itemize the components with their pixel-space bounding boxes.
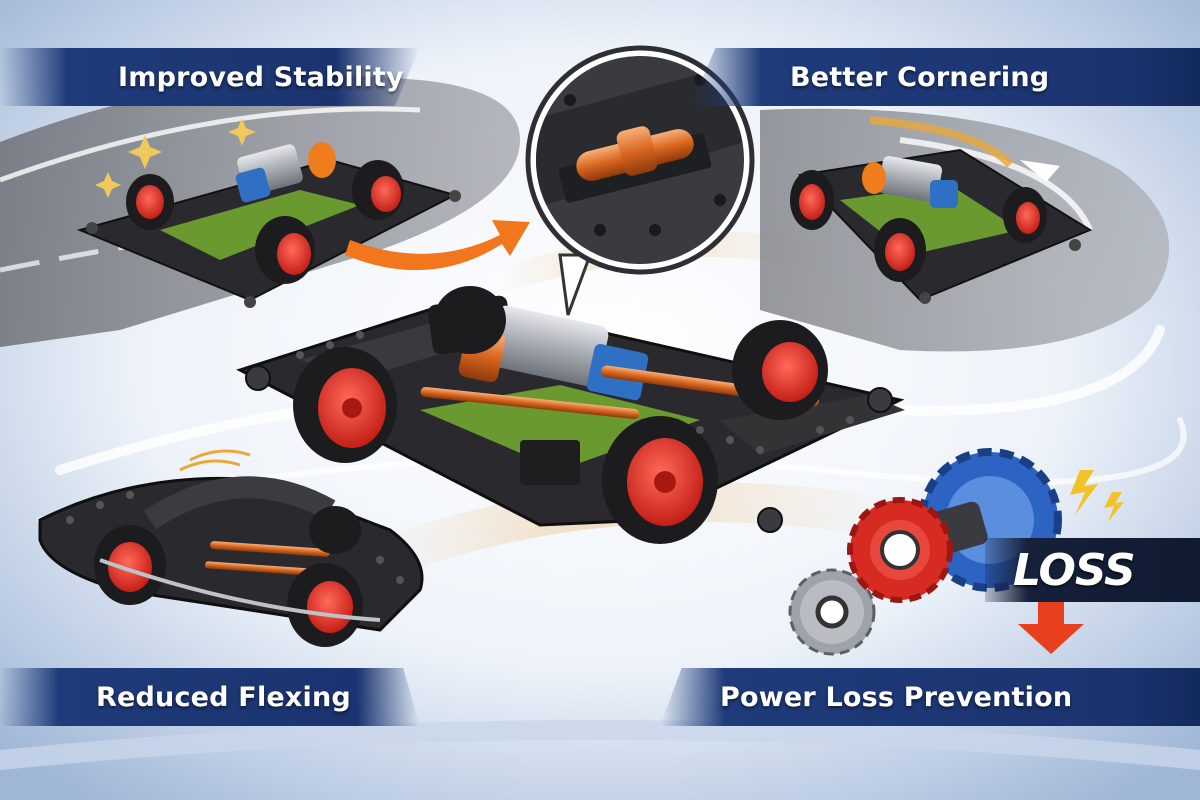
banner-power-loss-prevention: Power Loss Prevention bbox=[660, 668, 1200, 726]
banner-reduced-flexing: Reduced Flexing bbox=[0, 668, 420, 726]
spark-icon bbox=[1070, 470, 1124, 522]
banner-label: Better Cornering bbox=[790, 61, 1050, 93]
cornering-car bbox=[790, 148, 1093, 304]
banner-better-cornering: Better Cornering bbox=[690, 48, 1200, 106]
arrow-icon bbox=[345, 220, 530, 271]
down-arrow-icon bbox=[1018, 600, 1084, 654]
banner-improved-stability: Improved Stability bbox=[0, 48, 420, 106]
loss-label: LOSS bbox=[1013, 544, 1136, 596]
banner-label: Power Loss Prevention bbox=[720, 681, 1073, 713]
banner-label: Improved Stability bbox=[118, 61, 404, 93]
sparkle-icons bbox=[95, 118, 256, 198]
stability-car bbox=[76, 142, 461, 308]
main-chassis bbox=[236, 286, 905, 544]
gear-red-icon bbox=[847, 497, 953, 603]
gear-silver-icon bbox=[788, 568, 876, 656]
zoom-callout bbox=[525, 45, 755, 316]
loss-tag: LOSS bbox=[985, 538, 1200, 602]
flexing-chassis bbox=[38, 449, 424, 647]
banner-label: Reduced Flexing bbox=[96, 681, 351, 713]
